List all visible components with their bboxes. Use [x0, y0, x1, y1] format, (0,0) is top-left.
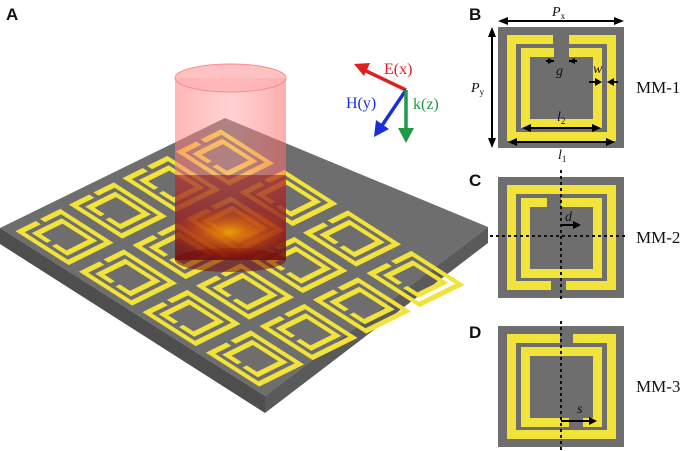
- mm3-unit-cell: [498, 326, 624, 447]
- mm1-dimension-lines: [488, 17, 624, 148]
- dim-l2: l2: [557, 110, 565, 126]
- panel-d-label: D: [469, 323, 481, 342]
- inner-ring-gap: [162, 253, 175, 261]
- unit-cell: [142, 289, 241, 347]
- inner-ring-gap: [45, 239, 58, 247]
- inner-split-ring: [222, 339, 288, 378]
- unit-cell: [259, 303, 358, 361]
- dim-s: s: [577, 402, 583, 417]
- substrate-left-face: [0, 228, 265, 413]
- mm1-unit-cell: [498, 27, 624, 148]
- unit-cell: [15, 208, 114, 266]
- inner-ring-gap: [235, 361, 249, 369]
- outer-ring-gap: [321, 219, 335, 227]
- k-vector-arrowhead: [398, 128, 414, 143]
- inner-split-ring: [158, 299, 225, 337]
- dim-px: Px: [551, 5, 566, 21]
- inner-ring-gap: [152, 186, 165, 194]
- inner-split-ring: [329, 286, 395, 325]
- mm3-outer-ring: [507, 334, 616, 439]
- outer-ring-gap: [33, 217, 47, 226]
- panel-c-label: C: [469, 171, 481, 190]
- inner-split-ring: [31, 218, 98, 256]
- mm2-offset-arrow: [561, 221, 581, 229]
- unit-cell: [205, 330, 305, 387]
- unit-cell: [68, 182, 168, 239]
- inner-ring-gap: [332, 241, 346, 249]
- outer-ring-gap: [384, 259, 398, 268]
- outer-ring-gap: [150, 231, 164, 240]
- outer-ring-gap: [277, 312, 291, 321]
- dim-py: Py: [470, 81, 485, 97]
- inner-ring-gap: [396, 281, 409, 289]
- inner-ring-gap: [342, 308, 356, 316]
- inner-split-ring: [85, 191, 151, 230]
- panel-b: B: [469, 5, 680, 164]
- laser-beam: [170, 63, 290, 272]
- mm2-centerlines: [490, 170, 626, 300]
- k-vector-label: k(z): [413, 96, 439, 113]
- outer-ring-gap: [331, 286, 345, 294]
- outer-ring-gap: [97, 258, 111, 266]
- unit-cell: [366, 250, 465, 308]
- h-field-label: H(y): [346, 95, 376, 112]
- e-field-label: E(x): [384, 61, 412, 78]
- mm3-offset-arrow: [561, 417, 597, 425]
- outer-ring-gap: [160, 298, 174, 307]
- inner-split-ring: [319, 219, 385, 258]
- inner-ring-gap: [279, 267, 292, 275]
- unit-cell: [302, 210, 402, 267]
- unit-cell: [195, 263, 295, 320]
- panel-b-label: B: [469, 5, 481, 24]
- inner-split-ring: [212, 272, 278, 311]
- inner-ring-gap: [289, 334, 302, 342]
- dim-d: d: [565, 210, 573, 225]
- e-field-arrow-shaft: [361, 67, 407, 92]
- mm3-label: MM-3: [636, 377, 680, 396]
- unit-cell: [78, 249, 178, 306]
- dim-g: g: [556, 64, 563, 79]
- mm1-label: MM-1: [636, 78, 680, 97]
- outer-ring-gap: [87, 191, 101, 199]
- inner-split-ring: [382, 260, 449, 298]
- panel-a: A E(x) H(y) k(z): [0, 5, 488, 413]
- inner-ring-gap: [225, 294, 239, 302]
- mm1-outer-ring: [507, 35, 616, 141]
- unit-cell: [312, 277, 412, 334]
- panel-a-label: A: [6, 5, 18, 24]
- h-field-arrow-shaft: [379, 89, 408, 128]
- mm2-label: MM-2: [636, 228, 680, 247]
- inner-split-ring: [95, 258, 161, 297]
- panel-d: D s MM-3: [469, 321, 680, 450]
- inner-ring-gap: [108, 280, 122, 288]
- beam-top: [174, 63, 287, 93]
- beam-hotspot: [170, 206, 290, 258]
- inner-ring-gap: [98, 213, 112, 221]
- outer-ring-gap: [214, 272, 228, 280]
- field-arrows: E(x) H(y) k(z): [346, 61, 439, 143]
- panel-c: C d MM-2: [469, 170, 680, 300]
- outer-ring-gap: [224, 339, 238, 347]
- h-field-arrowhead: [374, 120, 389, 137]
- inner-ring-gap: [172, 320, 185, 328]
- dim-w: w: [593, 62, 603, 77]
- inner-split-ring: [275, 313, 342, 351]
- outer-ring-gap: [140, 164, 154, 173]
- dim-l1: l1: [558, 148, 566, 164]
- mm1-inner-ring: [521, 48, 602, 128]
- e-field-arrowhead: [354, 63, 370, 76]
